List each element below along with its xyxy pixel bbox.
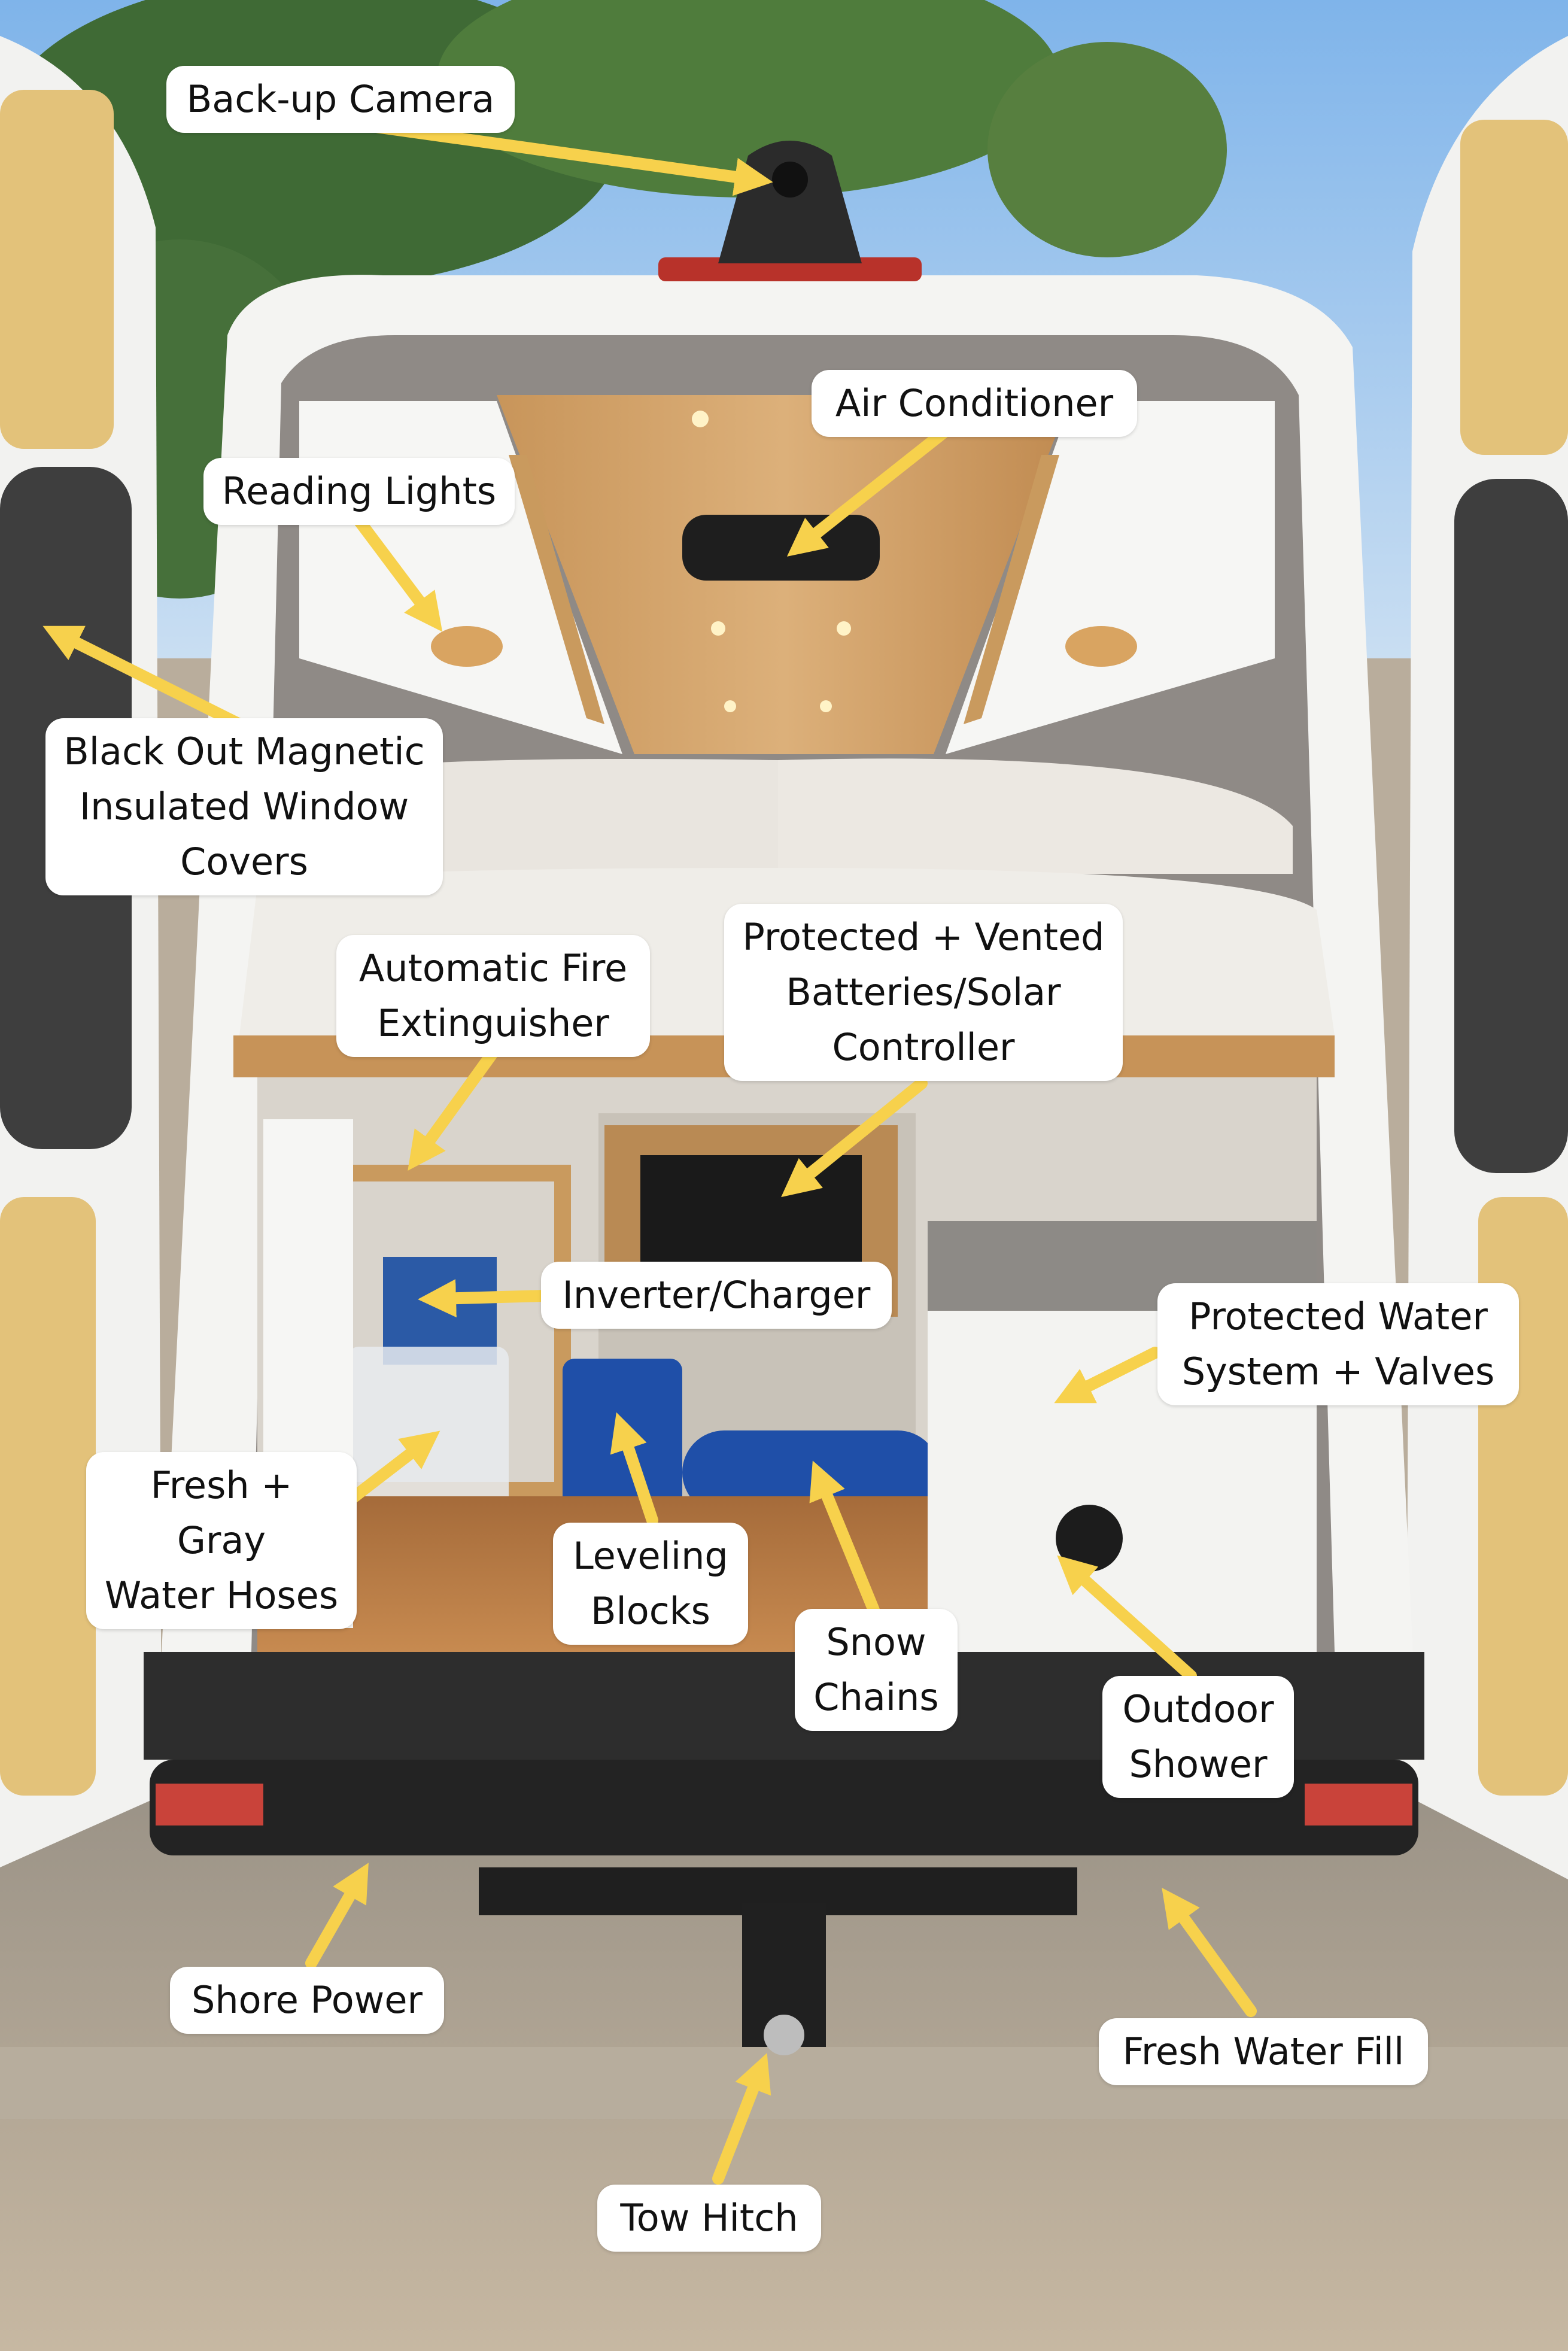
arrow-snow-chains <box>809 1460 880 1616</box>
arrow-tow-hitch <box>712 2053 771 2185</box>
arrow-inverter <box>418 1279 551 1318</box>
arrow-window-covers <box>42 625 245 730</box>
label-air-conditioner: Air Conditioner <box>812 370 1137 437</box>
label-tow-hitch: Tow Hitch <box>597 2185 821 2252</box>
arrow-outdoor-shower <box>1057 1555 1197 1682</box>
right-door <box>1406 36 1568 1879</box>
arrow-shore-power <box>305 1863 369 1969</box>
label-fresh-water-fill: Fresh Water Fill <box>1099 2018 1428 2085</box>
arrows <box>42 119 1257 2185</box>
label-fire-extinguisher: Automatic Fire Extinguisher <box>336 935 650 1057</box>
arrow-leveling-blocks <box>610 1412 658 1526</box>
arrow-backup-camera <box>353 119 773 196</box>
arrow-air-conditioner <box>786 425 952 557</box>
label-window-covers: Black Out Magnetic Insulated Window Cove… <box>45 718 443 895</box>
label-outdoor-shower: Outdoor Shower <box>1102 1676 1294 1798</box>
arrow-water-system <box>1054 1347 1161 1404</box>
label-leveling-blocks: Leveling Blocks <box>553 1523 748 1645</box>
label-snow-chains: Snow Chains <box>795 1609 958 1731</box>
label-water-system: Protected Water System + Valves <box>1157 1283 1519 1405</box>
label-inverter: Inverter/Charger <box>541 1262 892 1329</box>
arrow-fire-extinguisher <box>408 1041 503 1171</box>
label-hoses: Fresh + Gray Water Hoses <box>86 1452 357 1629</box>
arrow-reading-lights <box>353 515 443 632</box>
label-batteries: Protected + Vented Batteries/Solar Contr… <box>724 904 1123 1081</box>
arrow-fresh-water-fill <box>1162 1888 1257 2017</box>
label-reading-lights: Reading Lights <box>203 458 515 525</box>
arrow-hoses <box>341 1430 440 1508</box>
arrow-batteries <box>781 1077 928 1198</box>
label-backup-camera: Back-up Camera <box>166 66 515 133</box>
left-door <box>0 36 162 1867</box>
label-shore-power: Shore Power <box>170 1967 444 2034</box>
